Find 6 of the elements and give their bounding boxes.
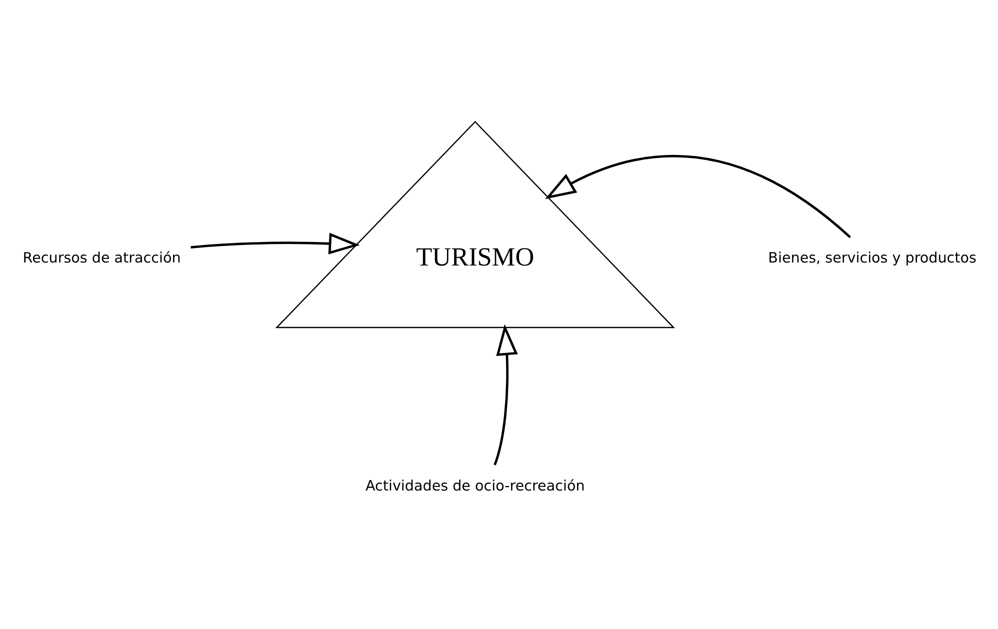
arrow: [544, 154, 851, 238]
node-text: Bienes, servicios y productos: [768, 250, 976, 266]
arrow: [494, 324, 518, 465]
node-text: Recursos de atracción: [22, 250, 181, 266]
arrow: [190, 232, 360, 254]
node-text: Actividades de ocio-recreación: [366, 478, 585, 494]
